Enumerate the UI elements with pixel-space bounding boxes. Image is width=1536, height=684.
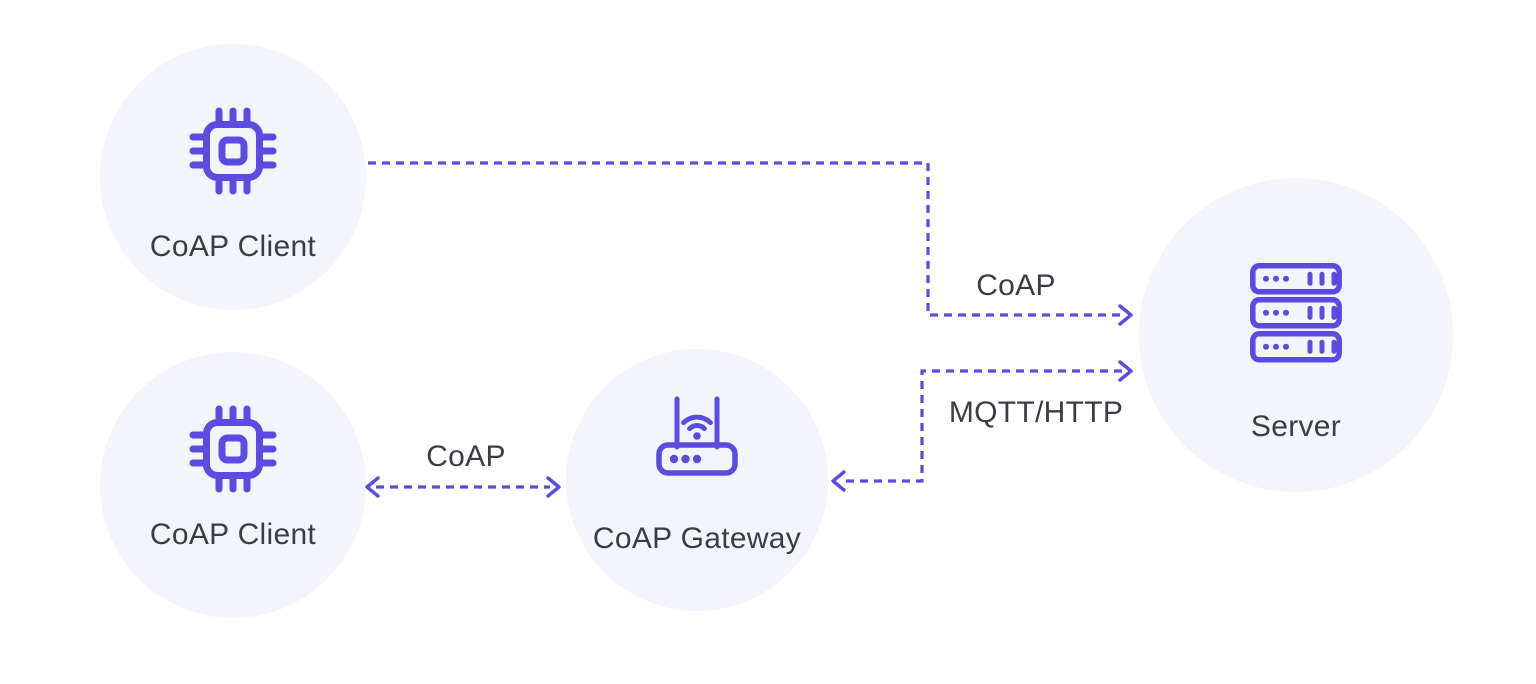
server-rack-icon bbox=[1250, 263, 1342, 363]
arrowhead-right-icon bbox=[1118, 360, 1133, 382]
node-label: CoAP Client bbox=[149, 230, 317, 263]
arrowhead-right-icon bbox=[546, 476, 561, 498]
chip-icon bbox=[189, 107, 277, 195]
chip-icon bbox=[189, 405, 277, 493]
connector-client-bottom-to-gateway bbox=[365, 476, 561, 498]
wifi-router-icon bbox=[656, 396, 738, 476]
arrowhead-left-icon bbox=[831, 470, 846, 492]
server-unit bbox=[1250, 263, 1342, 295]
wifi-icon bbox=[681, 414, 713, 440]
connection-label-coap-top: CoAP bbox=[976, 269, 1056, 302]
node-coap-client-bottom: CoAP Client bbox=[100, 352, 366, 618]
node-server: Server bbox=[1139, 178, 1453, 492]
connection-label-coap-bottom: CoAP bbox=[426, 440, 506, 473]
node-label: Server bbox=[1250, 410, 1342, 443]
node-label: CoAP Gateway bbox=[592, 522, 802, 555]
server-unit bbox=[1250, 331, 1342, 363]
arrowhead-left-icon bbox=[365, 476, 380, 498]
node-label: CoAP Client bbox=[149, 518, 317, 551]
arrowhead-right-icon bbox=[1118, 304, 1133, 326]
server-unit bbox=[1250, 297, 1342, 329]
node-coap-client-top: CoAP Client bbox=[100, 44, 366, 310]
connection-label-mqtt-http: MQTT/HTTP bbox=[948, 396, 1124, 429]
node-coap-gateway: CoAP Gateway bbox=[566, 349, 828, 611]
